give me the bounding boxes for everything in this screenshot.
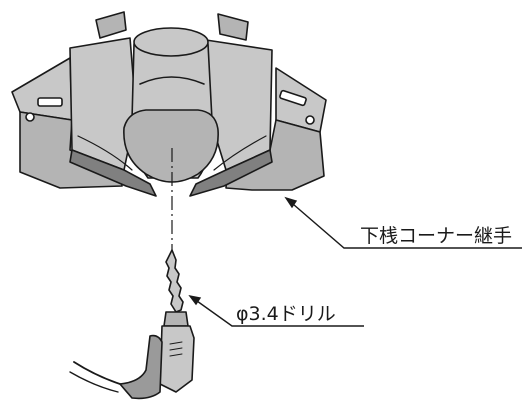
grip-ridge-1 <box>169 341 183 345</box>
back-tab-right <box>217 13 249 41</box>
drill-cord <box>73 361 121 385</box>
drill-bit <box>165 249 184 313</box>
corner-leader-arrow <box>284 196 298 209</box>
arc-line-left <box>77 135 133 171</box>
grip-ridge-2 <box>169 347 183 351</box>
drill-chuck <box>163 311 189 327</box>
drill-leader-arrow <box>188 294 202 306</box>
right-underside <box>189 149 273 197</box>
right-slot <box>279 89 307 107</box>
drill-body <box>159 325 195 393</box>
left-wing-top <box>11 57 73 121</box>
left-underside <box>69 149 157 197</box>
corner-joint-part <box>11 11 327 197</box>
left-slot <box>37 97 63 107</box>
grip-ridge-3 <box>169 353 183 357</box>
drill-label: φ3.4ドリル <box>236 303 336 325</box>
drill-leader <box>189 295 364 327</box>
back-tab-left <box>95 11 127 39</box>
arc-line-right <box>213 135 267 171</box>
right-hole <box>305 115 315 125</box>
bottom-boss <box>123 109 219 183</box>
dome-top <box>133 27 209 57</box>
callouts <box>188 196 522 327</box>
drill-grip <box>119 334 163 400</box>
drill-tool <box>69 249 195 400</box>
drill-cord-2 <box>69 371 119 393</box>
left-hole <box>25 112 35 122</box>
column-band <box>139 76 205 85</box>
corner-joint-label: 下桟コーナー継手 <box>360 225 512 247</box>
corner-leader <box>285 197 522 249</box>
